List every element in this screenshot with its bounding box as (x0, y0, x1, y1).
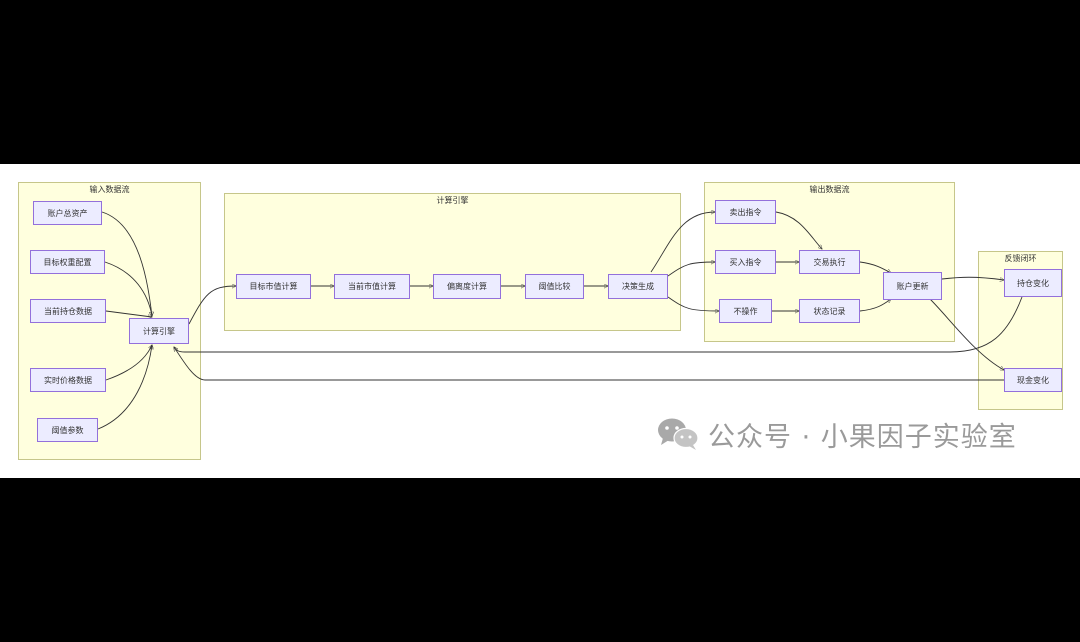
node-current-mv: 当前市值计算 (334, 274, 410, 299)
node-current-holdings: 当前持仓数据 (30, 299, 106, 323)
edge-target-weight-to-engine (104, 261, 152, 316)
node-target-mv: 目标市值计算 (236, 274, 311, 299)
node-trade-exec: 交易执行 (799, 250, 860, 274)
node-decision: 决策生成 (608, 274, 668, 299)
cluster-engine-title: 计算引擎 (436, 196, 469, 205)
node-deviation: 偏离度计算 (433, 274, 501, 299)
node-no-op: 不操作 (719, 299, 772, 323)
cluster-output-title: 输出数据流 (809, 185, 850, 194)
edge-threshold-to-engine (97, 345, 152, 430)
node-realtime-price: 实时价格数据 (30, 368, 106, 392)
node-status-log: 状态记录 (799, 299, 860, 323)
edge-trade-exec-to-account-update (859, 261, 891, 273)
node-account-update: 账户更新 (883, 272, 942, 300)
node-cash-change: 现金变化 (1004, 368, 1062, 392)
node-target-weight: 目标权重配置 (30, 250, 105, 274)
edge-cash-change-to-engine (174, 347, 1004, 381)
node-threshold-cmp: 阈值比较 (525, 274, 584, 299)
edge-holding-change-to-engine (174, 296, 1023, 353)
edge-sell-to-trade-exec (775, 211, 822, 249)
node-holding-change: 持仓变化 (1004, 269, 1062, 297)
cluster-input-title: 输入数据流 (89, 185, 130, 194)
edge-layer (97, 164, 1023, 430)
edge-current-holdings-to-engine (105, 310, 152, 317)
node-threshold-param: 阈值参数 (37, 418, 98, 442)
cluster-engine: 计算引擎 (224, 193, 681, 331)
node-total-assets: 账户总资产 (33, 201, 102, 225)
edge-decision-to-no-op (667, 296, 719, 311)
wechat-icon (658, 418, 699, 450)
diagram-canvas: 输入数据流 计算引擎 输出数据流 反馈闭环 (0, 164, 1080, 478)
edge-engine-to-target-mv (188, 286, 236, 325)
edge-account-update-to-holding-change (941, 276, 1004, 280)
edge-decision-to-sell (650, 212, 715, 273)
edge-decision-to-buy (667, 262, 715, 277)
edge-account-update-to-cash-change (929, 298, 1004, 370)
cluster-feedback-title: 反馈闭环 (1004, 254, 1037, 263)
node-buy: 买入指令 (715, 250, 776, 274)
node-sell: 卖出指令 (715, 200, 776, 224)
node-engine: 计算引擎 (129, 318, 189, 344)
watermark: 公众号 · 小果因子实验室 (656, 416, 1017, 453)
edge-total-assets-to-engine (101, 211, 152, 316)
watermark-text: 公众号 · 小果因子实验室 (708, 421, 1017, 453)
edge-status-log-to-account-update (859, 299, 891, 312)
